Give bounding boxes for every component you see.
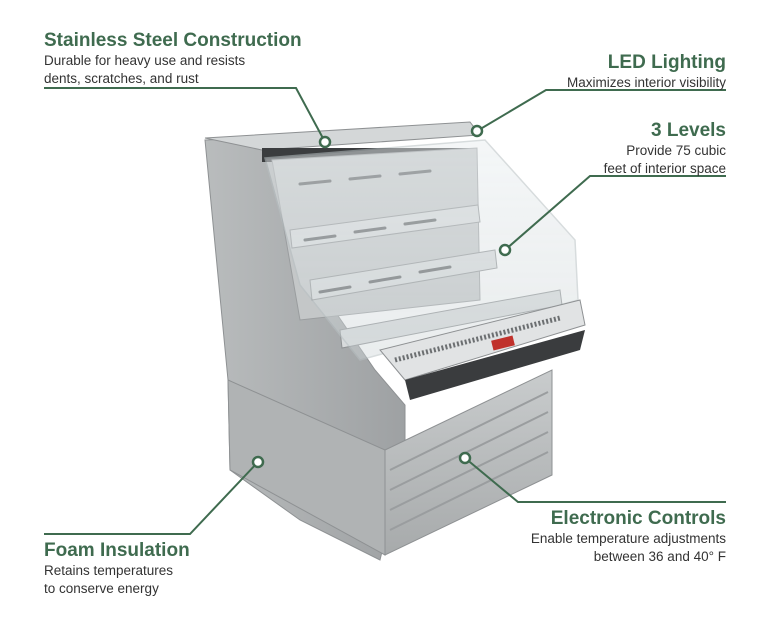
dot-controls bbox=[458, 451, 472, 465]
leader-controls bbox=[464, 457, 726, 503]
callout-title: Foam Insulation bbox=[44, 540, 190, 561]
callout-line: Provide 75 cubic bbox=[626, 143, 726, 158]
leader-led bbox=[476, 89, 726, 132]
leader-steel bbox=[44, 87, 326, 143]
callout-line: Enable temperature adjustments bbox=[530, 531, 726, 546]
callout-title: Stainless Steel Construction bbox=[44, 30, 302, 51]
callout-3-levels: 3 Levels Provide 75 cubic feet of interi… bbox=[486, 120, 726, 178]
leader-foam bbox=[44, 461, 259, 535]
callout-stainless-steel: Stainless Steel Construction Durable for… bbox=[44, 30, 364, 88]
callout-line: Durable for heavy use and resists bbox=[44, 53, 246, 68]
callout-line: feet of interior space bbox=[603, 161, 726, 176]
leader-levels bbox=[504, 175, 726, 251]
base-panel bbox=[227, 379, 386, 556]
callout-line: Maximizes interior visibility bbox=[566, 75, 726, 90]
callout-title: 3 Levels bbox=[651, 120, 726, 141]
callout-led-lighting: LED Lighting Maximizes interior visibili… bbox=[466, 52, 726, 92]
callout-line: between 36 and 40° F bbox=[593, 549, 726, 564]
callout-line: to conserve energy bbox=[44, 581, 159, 596]
callout-line: dents, scratches, and rust bbox=[44, 71, 199, 86]
callout-foam-insulation: Foam Insulation Retains temperatures to … bbox=[44, 540, 304, 598]
callout-line: Retains temperatures bbox=[44, 563, 174, 578]
dot-foam bbox=[251, 455, 265, 469]
dot-steel bbox=[318, 135, 332, 149]
callout-electronic-controls: Electronic Controls Enable temperature a… bbox=[446, 508, 726, 566]
brand-badge bbox=[491, 335, 515, 351]
callout-title: Electronic Controls bbox=[550, 508, 726, 529]
callout-title: LED Lighting bbox=[607, 52, 726, 73]
dot-led bbox=[470, 124, 484, 138]
dot-levels bbox=[498, 243, 512, 257]
